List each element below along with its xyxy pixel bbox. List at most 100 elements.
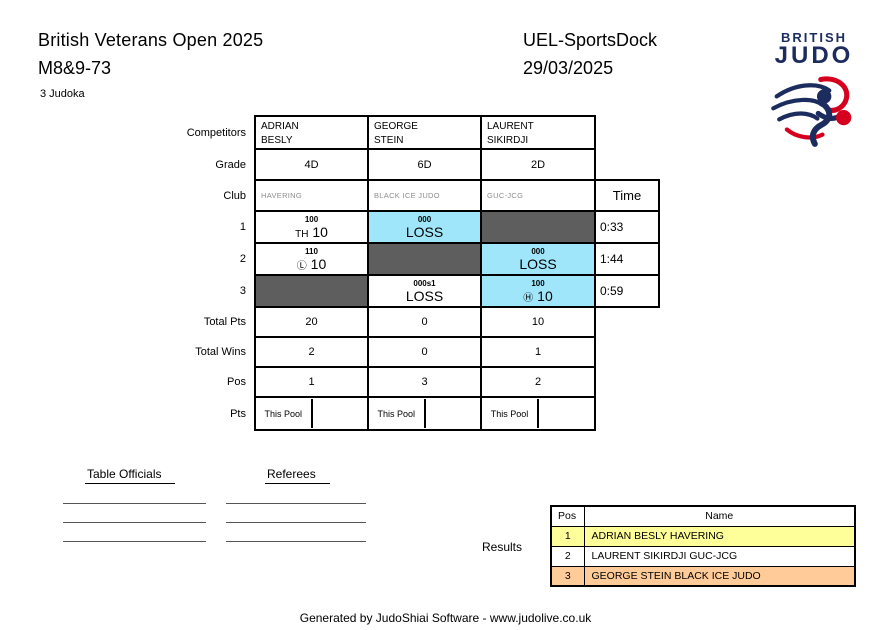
results-label: Results — [482, 540, 523, 554]
judoka-count: 3 Judoka — [40, 88, 85, 100]
tournament-title: British Veterans Open 2025 — [38, 30, 264, 50]
row-label-total-pts: Total Pts — [203, 316, 246, 328]
time-column-header: Time — [594, 179, 660, 212]
results-row-2: 2 LAURENT SIKIRDJI GUC-JCG — [550, 545, 856, 567]
total-wins-cell: 2 — [254, 336, 369, 368]
technique-mark: Ⓛ — [296, 260, 307, 272]
pos-cell: 2 — [480, 366, 596, 398]
results-table: Pos Name 1 ADRIAN BESLY HAVERING 2 LAURE… — [550, 505, 856, 587]
competitor-first-name: GEORGE — [374, 121, 418, 132]
row-label-competitors: Competitors — [186, 126, 246, 139]
club-cell-1: HAVERING — [254, 179, 369, 212]
referees-heading: Referees — [265, 467, 330, 484]
total-wins-cell: 0 — [367, 336, 482, 368]
competitor-first-name: ADRIAN — [261, 121, 299, 132]
this-pool-label: This Pool — [483, 399, 539, 428]
competitor-name-3: LAURENT SIKIRDJI — [480, 115, 596, 150]
match-cell: 110 Ⓛ 10 — [254, 242, 369, 276]
match-cell: 000 LOSS — [367, 210, 482, 244]
row-total-pts: Total Pts 20 0 10 — [160, 306, 659, 338]
match-score: 100 — [531, 278, 545, 288]
result-pos: 2 — [550, 545, 585, 567]
club-cell-3: GUC-JCG — [480, 179, 596, 212]
this-pool-label: This Pool — [370, 399, 426, 428]
row-match-3: 3 000s1 LOSS 100 Ⓗ 10 0:59 — [160, 274, 660, 308]
row-label-club: Club — [223, 189, 246, 202]
technique-mark: Ⓗ — [523, 292, 534, 304]
competitor-last-name: SIKIRDJI — [487, 134, 529, 146]
signature-line — [226, 503, 366, 504]
row-match-1: 1 100 TH 10 000 LOSS 0:33 — [160, 210, 660, 244]
match-cell-inactive — [480, 210, 596, 244]
match-cell: 100 TH 10 — [254, 210, 369, 244]
judoka-figure-icon — [771, 76, 852, 147]
generator-credit: Generated by JudoShiai Software - www.ju… — [299, 611, 592, 625]
result-value: LOSS — [519, 255, 557, 272]
technique-mark: TH — [295, 228, 309, 240]
result-value: LOSS — [405, 223, 444, 240]
row-club: Club HAVERING BLACK ICE JUDO GUC-JCG Tim… — [160, 179, 660, 212]
row-grade: Grade 4D 6D 2D — [160, 148, 659, 181]
result-value: LOSS — [405, 287, 444, 304]
category-title: M8&9-73 — [38, 58, 112, 78]
grade-cell-3: 2D — [480, 148, 596, 181]
this-pool-label: This Pool — [257, 399, 313, 428]
competitor-name-2: GEORGE STEIN — [367, 115, 482, 150]
row-label-pos: Pos — [227, 376, 246, 388]
pts-cell: This Pool — [480, 396, 596, 431]
match-score: 000 — [531, 246, 545, 256]
results-header-row: Pos Name — [550, 505, 856, 527]
grade-cell-1: 4D — [254, 148, 369, 181]
pts-blank-cell — [313, 399, 367, 428]
results-row-3: 3 GEORGE STEIN BLACK ICE JUDO — [550, 565, 856, 587]
signature-line — [226, 541, 366, 542]
british-judo-logo: BRITISH JUDO — [762, 30, 866, 154]
table-officials-heading: Table Officials — [85, 467, 176, 484]
results-name-header: Name — [583, 505, 856, 527]
row-label-total-wins: Total Wins — [195, 346, 246, 358]
result-value: 10 — [312, 223, 328, 240]
match-result: Ⓗ 10 — [483, 287, 593, 306]
match-time: 0:33 — [594, 210, 660, 244]
match-time: 1:44 — [594, 242, 660, 276]
logo-text-british: BRITISH — [781, 30, 847, 45]
match-result: LOSS — [370, 287, 479, 306]
result-name: GEORGE STEIN BLACK ICE JUDO — [583, 565, 856, 587]
pts-cell: This Pool — [254, 396, 369, 431]
match-cell-inactive — [367, 242, 482, 276]
row-match-2: 2 110 Ⓛ 10 000 LOSS 1:44 — [160, 242, 660, 276]
match-result: LOSS — [483, 255, 593, 274]
event-date: 29/03/2025 — [523, 58, 614, 78]
row-total-wins: Total Wins 2 0 1 — [160, 336, 659, 368]
signature-line — [63, 541, 206, 542]
venue-name: UEL-SportsDock — [523, 30, 658, 50]
result-value: 10 — [310, 255, 327, 272]
pts-blank-cell — [539, 399, 593, 428]
competitor-first-name: LAURENT — [487, 121, 534, 132]
result-name: ADRIAN BESLY HAVERING — [583, 525, 856, 547]
match-cell: 000s1 LOSS — [367, 274, 482, 308]
result-pos: 3 — [550, 565, 585, 587]
match-score: 100 — [304, 214, 319, 224]
result-value: 10 — [537, 287, 553, 304]
row-pts: Pts This Pool This Pool This Pool — [160, 396, 659, 431]
total-pts-cell: 20 — [254, 306, 369, 338]
competitor-last-name: STEIN — [374, 134, 404, 146]
match-cell: 000 LOSS — [480, 242, 596, 276]
logo-text-judo: JUDO — [774, 42, 854, 69]
signature-line — [226, 522, 366, 523]
match-number: 3 — [239, 285, 246, 297]
competitor-last-name: BESLY — [261, 134, 293, 146]
match-cell: 100 Ⓗ 10 — [480, 274, 596, 308]
match-time: 0:59 — [594, 274, 660, 308]
match-result: Ⓛ 10 — [257, 255, 366, 274]
match-result: LOSS — [370, 223, 479, 242]
total-pts-cell: 10 — [480, 306, 596, 338]
match-cell-inactive — [254, 274, 369, 308]
match-result: TH 10 — [257, 223, 366, 242]
signature-line — [63, 503, 206, 504]
match-score: 000 — [417, 214, 432, 224]
match-number: 2 — [239, 253, 246, 265]
club-cell-2: BLACK ICE JUDO — [367, 179, 482, 212]
pts-cell: This Pool — [367, 396, 482, 431]
